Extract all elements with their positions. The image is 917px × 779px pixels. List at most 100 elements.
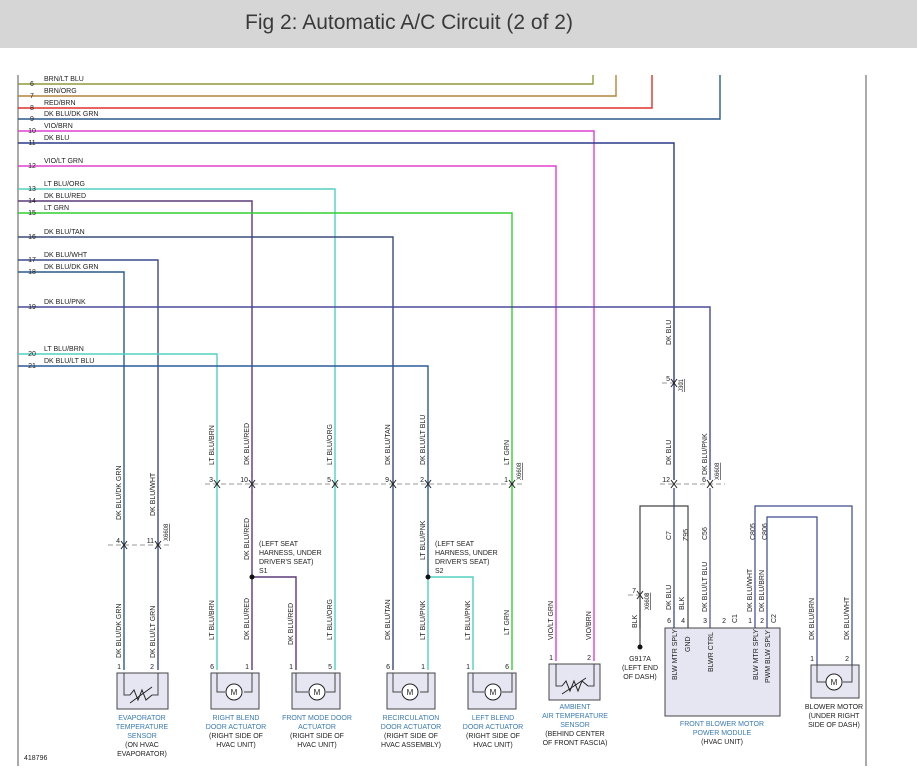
- motor-icon: [484, 683, 502, 701]
- power-module-location: (HVAC UNIT): [701, 739, 743, 746]
- wire-num: 8: [30, 105, 34, 112]
- svg-text:DK BLU/WHT: DK BLU/WHT: [150, 472, 157, 516]
- wire-num: 21: [28, 363, 36, 370]
- svg-text:1: 1: [117, 664, 121, 671]
- svg-text:DK BLU: DK BLU: [666, 585, 673, 610]
- svg-text:M: M: [231, 688, 238, 697]
- wiring-diagram: 6 BRN/LT BLU 7 BRN/ORG 8 RED/BRN 9 DK BL…: [17, 75, 867, 766]
- bus-wire-labels: 6 BRN/LT BLU 7 BRN/ORG 8 RED/BRN 9 DK BL…: [28, 76, 98, 370]
- svg-text:X6608: X6608: [715, 462, 721, 480]
- blower-motor-location: (UNDER RIGHT: [809, 713, 861, 720]
- front-mode-actuator: M 1 5: [289, 664, 341, 710]
- wire-label: LT BLU/ORG: [44, 181, 85, 188]
- svg-text:POWER MODULE: POWER MODULE: [693, 730, 752, 737]
- svg-text:6: 6: [667, 618, 671, 625]
- svg-text:LT BLU/PNK: LT BLU/PNK: [420, 600, 427, 640]
- motor-icon: [308, 683, 326, 701]
- wire-label: BRN/LT BLU: [44, 76, 84, 83]
- svg-text:DOOR ACTUATOR: DOOR ACTUATOR: [381, 724, 441, 731]
- recirculation-actuator: M 6 1: [386, 664, 436, 710]
- svg-text:HVAC ASSEMBLY): HVAC ASSEMBLY): [381, 742, 441, 749]
- splice-s2-dot: [425, 574, 431, 580]
- svg-text:BLWR CTRL: BLWR CTRL: [708, 632, 715, 672]
- svg-text:VIO/BRN: VIO/BRN: [586, 611, 593, 640]
- svg-text:LT BLU/BRN: LT BLU/BRN: [209, 425, 216, 465]
- svg-text:BLK: BLK: [632, 614, 639, 628]
- svg-text:C1: C1: [732, 614, 739, 623]
- wire-10: [18, 130, 595, 661]
- right-blend-location: (RIGHT SIDE OF: [209, 733, 263, 740]
- wire-label: VIO/LT GRN: [44, 158, 83, 165]
- wire-num: 13: [28, 186, 36, 193]
- wire-12: [18, 165, 557, 661]
- front-mode-location: (RIGHT SIDE OF: [290, 733, 344, 740]
- wire-num: 14: [28, 198, 36, 205]
- wire-label: DK BLU/PNK: [44, 299, 86, 306]
- svg-text:6: 6: [386, 664, 390, 671]
- svg-text:BLK: BLK: [679, 596, 686, 610]
- svg-text:10: 10: [240, 477, 248, 484]
- svg-text:6: 6: [702, 477, 706, 484]
- svg-text:AIR TEMPERATURE: AIR TEMPERATURE: [542, 713, 608, 720]
- wire-label: DK BLU/RED: [44, 193, 86, 200]
- title-bar: Fig 2: Automatic A/C Circuit (2 of 2): [0, 0, 917, 48]
- svg-text:5: 5: [327, 477, 331, 484]
- ground-location-1: (LEFT END: [622, 665, 658, 672]
- svg-text:LT BLU/BRN: LT BLU/BRN: [209, 600, 216, 640]
- svg-text:DK BLU/RED: DK BLU/RED: [244, 518, 251, 560]
- wire-label: LT BLU/BRN: [44, 346, 84, 353]
- svg-text:2: 2: [722, 618, 726, 625]
- wire-label: DK BLU/LT BLU: [44, 358, 94, 365]
- svg-text:X6608: X6608: [164, 523, 170, 541]
- recirculation-location: (RIGHT SIDE OF: [384, 733, 438, 740]
- svg-text:X6608: X6608: [645, 592, 651, 610]
- connector-dashes: [108, 382, 725, 596]
- svg-text:DK BLU/WHT: DK BLU/WHT: [747, 568, 754, 612]
- wire-num: 9: [30, 116, 34, 123]
- wire-label: RED/BRN: [44, 100, 76, 107]
- wire-19: [18, 306, 711, 480]
- svg-text:DOOR ACTUATOR: DOOR ACTUATOR: [463, 724, 523, 731]
- wire-14: [18, 200, 253, 670]
- svg-text:6: 6: [210, 664, 214, 671]
- svg-text:2: 2: [587, 655, 591, 662]
- wire-18: [18, 271, 125, 670]
- component-labels: EVAPORATOR TEMPERATURE SENSOR (ON HVAC E…: [116, 704, 863, 758]
- svg-text:11: 11: [147, 538, 154, 545]
- svg-text:HARNESS, UNDER: HARNESS, UNDER: [435, 550, 498, 557]
- wire-label: DK BLU/WHT: [44, 252, 88, 259]
- svg-text:DRIVER'S SEAT): DRIVER'S SEAT): [259, 559, 314, 566]
- svg-text:1: 1: [245, 664, 249, 671]
- front-mode-name: FRONT MODE DOOR: [282, 715, 352, 722]
- svg-text:J301: J301: [679, 378, 685, 392]
- left-blend-actuator: M 1 6: [466, 664, 517, 710]
- svg-text:M: M: [831, 678, 838, 687]
- blower-motor-name: BLOWER MOTOR: [805, 704, 863, 711]
- svg-text:12: 12: [662, 477, 670, 484]
- svg-text:DK BLU/BRN: DK BLU/BRN: [809, 598, 816, 640]
- svg-text:DK BLU/RED: DK BLU/RED: [244, 423, 251, 465]
- svg-text:C7: C7: [666, 531, 673, 540]
- svg-text:DK BLU/LT BLU: DK BLU/LT BLU: [702, 562, 709, 612]
- svg-text:DK BLU/DK GRN: DK BLU/DK GRN: [116, 466, 123, 520]
- splice-s1-dot: [249, 574, 255, 580]
- wire-8: [18, 75, 653, 109]
- power-module-name: FRONT BLOWER MOTOR: [680, 721, 764, 728]
- wire-label: LT GRN: [44, 205, 69, 212]
- svg-text:DK BLU/LT GRN: DK BLU/LT GRN: [150, 606, 157, 658]
- svg-text:2: 2: [150, 664, 154, 671]
- evaporator-sensor-location: (ON HVAC: [125, 742, 159, 749]
- svg-text:4: 4: [116, 538, 120, 545]
- wire-15: [18, 212, 513, 670]
- svg-text:DK BLU/RED: DK BLU/RED: [244, 598, 251, 640]
- vertical-wire-labels: DK BLU/DK GRN DK BLU/WHT DK BLU/DK GRN D…: [116, 320, 851, 658]
- svg-text:C2: C2: [771, 614, 778, 623]
- svg-text:BLW MTR SPLY: BLW MTR SPLY: [672, 629, 679, 680]
- left-blend-name: LEFT BLEND: [472, 715, 514, 722]
- wire-num: 6: [30, 81, 34, 88]
- svg-text:5: 5: [328, 664, 332, 671]
- motor-icon: [401, 683, 419, 701]
- svg-text:EVAPORATOR): EVAPORATOR): [117, 751, 167, 758]
- svg-text:C805: C805: [750, 523, 757, 540]
- bus-wires: [18, 75, 721, 670]
